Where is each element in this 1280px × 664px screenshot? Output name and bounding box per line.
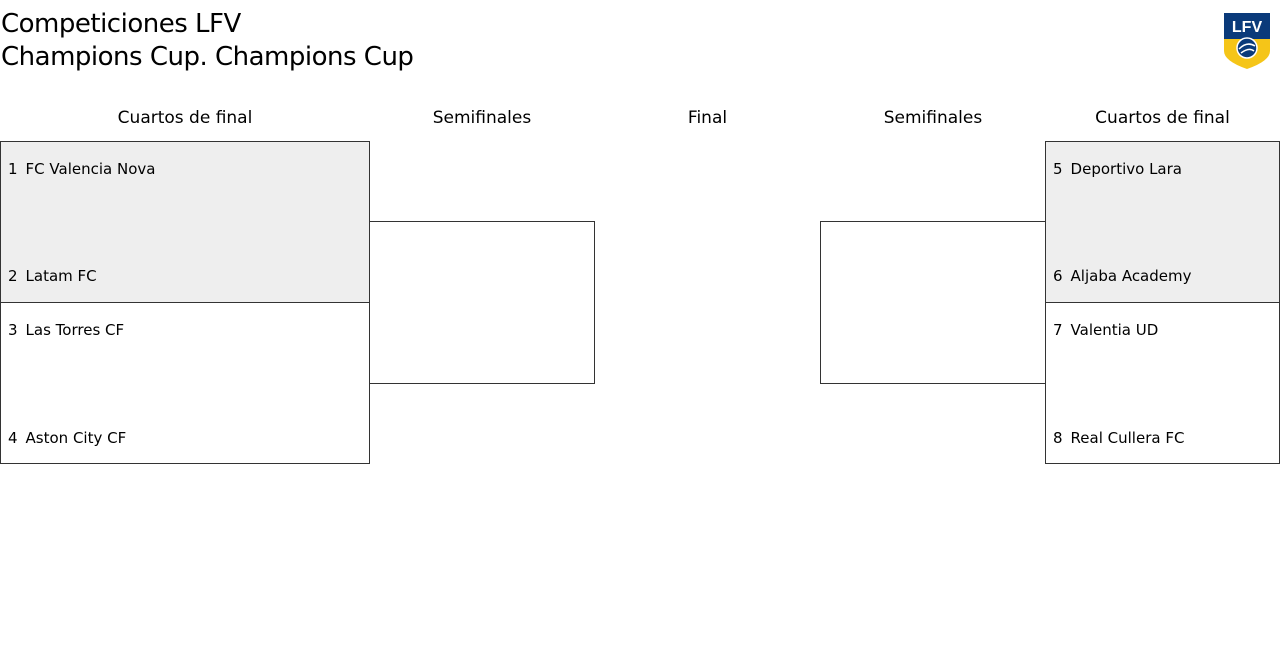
semifinal-box-right[interactable] (820, 221, 1046, 384)
round-header-semifinals-right: Semifinales (883, 108, 983, 128)
round-header-final: Final (687, 108, 728, 128)
svg-text:LFV: LFV (1232, 19, 1263, 36)
round-header-quarterfinals-right: Cuartos de final (1095, 108, 1230, 128)
round-header-semifinals-left: Semifinales (432, 108, 532, 128)
title-line-2: Champions Cup. Champions Cup (1, 42, 414, 72)
semifinal-box-left[interactable] (369, 221, 595, 384)
page-title: Competiciones LFV Champions Cup. Champio… (1, 8, 414, 74)
title-line-1: Competiciones LFV (1, 9, 241, 39)
lfv-logo-icon: LFV (1224, 13, 1270, 69)
round-header-quarterfinals-left: Cuartos de final (117, 108, 253, 128)
